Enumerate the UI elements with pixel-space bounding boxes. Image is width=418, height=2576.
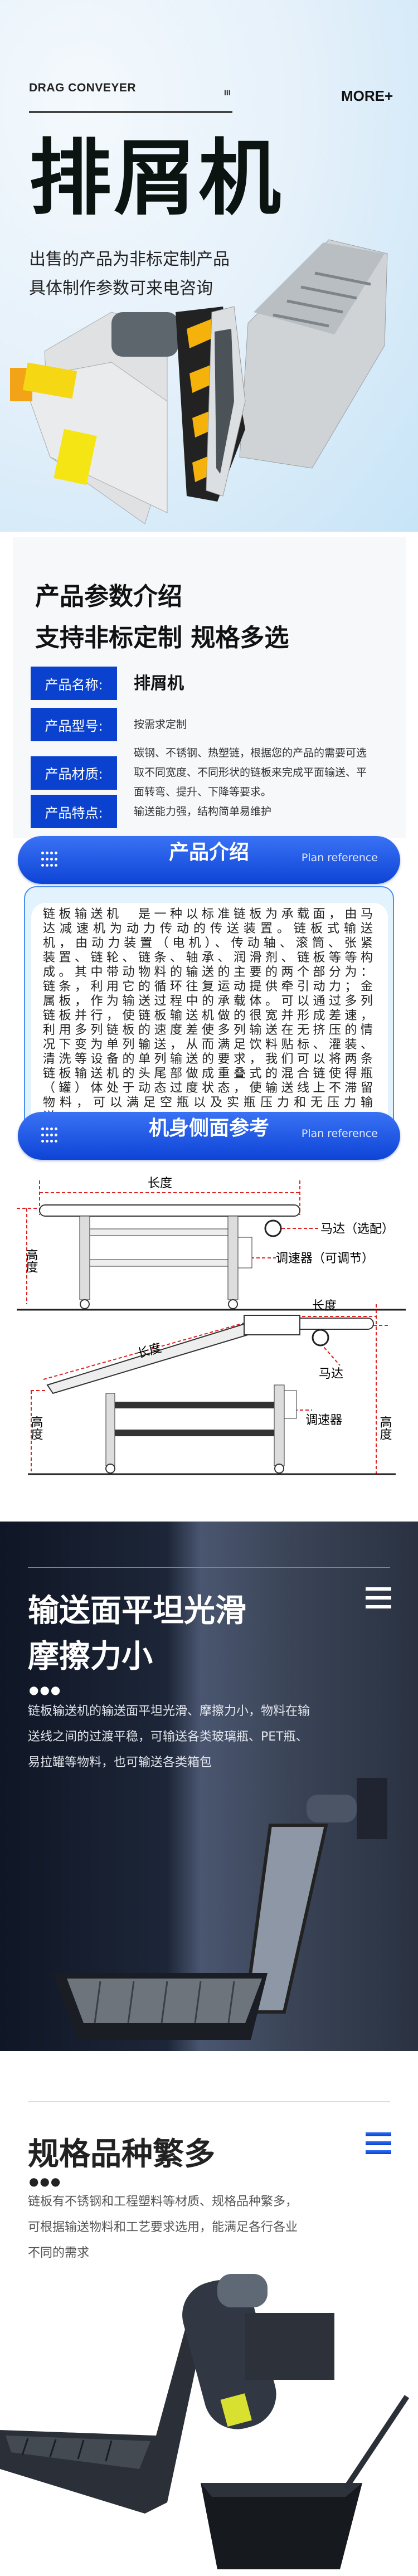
side-view-diagrams: 长度 高度 马达（选配） 调速器（可调节） 长度 长度 马达 调速器 高度 高度: [17, 1177, 406, 1475]
label-height: 高度: [24, 1248, 38, 1273]
menu-icon: [366, 2132, 391, 2159]
subtitle-line: 出售的产品为非标定制产品: [29, 250, 230, 269]
param-value: 排屑机: [134, 673, 184, 693]
dark-conveyor-image: [53, 1778, 387, 2040]
diagram-incline: 长度 长度 马达 调速器 高度 高度: [28, 1299, 396, 1475]
dots-icon: ●●●: [29, 2175, 62, 2188]
param-row-material: 产品材质: 碳钢、不锈钢、热塑链，根据您的产品的需要可选取不同宽度、不同形状的链…: [31, 743, 393, 802]
param-label: 产品型号:: [31, 708, 117, 741]
divider: [28, 2101, 390, 2102]
dots-icon: ●●●: [29, 1683, 62, 1697]
param-label: 产品特点:: [31, 795, 117, 828]
subtitle-line: 具体制作参数可来电咨询: [29, 279, 213, 298]
param-value: 按需求定制: [134, 718, 187, 731]
section-subtitle: Plan reference: [301, 852, 378, 864]
brand-label: DRAG CONVEYER: [29, 81, 137, 94]
grid-dots-icon: [41, 852, 57, 868]
feature-title-line: 输送面平坦光滑: [28, 1593, 246, 1629]
intro-text: 链板输送机 是一种以标准链板为承载面，由马达减速机为动力传动的传送装置。链板式输…: [31, 903, 388, 1130]
intro-box: 链板输送机 是一种以标准链板为承载面，由马达减速机为动力传动的传送装置。链板式输…: [24, 886, 394, 1145]
section-subtitle: Plan reference: [301, 1127, 378, 1140]
hero-subtitle: 出售的产品为非标定制产品 具体制作参数可来电咨询: [29, 245, 230, 303]
label-motor: 马达（选配）: [320, 1222, 394, 1236]
product-parameters: 产品参数介绍 支持非标定制 规格多选 产品名称: 排屑机 产品型号: 按需求定制…: [13, 537, 406, 838]
label-height-left: 高度: [29, 1416, 43, 1440]
label-governor: 调速器: [305, 1413, 342, 1427]
divider: [28, 1567, 390, 1568]
param-label: 产品名称:: [31, 667, 117, 700]
section-header-side-reference: 机身侧面参考 Plan reference: [18, 1112, 400, 1160]
label-governor: 调速器（可调节）: [276, 1252, 374, 1266]
divider: [29, 111, 232, 113]
more-link[interactable]: MORE+: [341, 88, 393, 104]
param-value: 输送能力强，结构简单易维护: [134, 805, 272, 818]
section-title: 机身侧面参考: [148, 1117, 269, 1140]
section-title: 产品介绍: [168, 841, 249, 864]
param-row-name: 产品名称: 排屑机: [31, 667, 393, 700]
menu-icon: [366, 1587, 391, 1614]
param-row-model: 产品型号: 按需求定制: [31, 708, 393, 741]
label-height-right: 高度: [378, 1416, 392, 1440]
params-title-line: 产品参数介绍: [35, 582, 182, 611]
feature-text: 链板输送机的输送面平坦光滑、摩擦力小，物料在输送线之间的过渡平稳，可输送各类玻璃…: [28, 1704, 310, 1770]
spec-title: 规格品种繁多: [28, 2136, 215, 2172]
feature-title-line: 摩擦力小: [28, 1639, 153, 1675]
spec-text: 链板有不锈钢和工程塑料等材质、规格品种繁多，可根据输送物料和工艺要求选用，能满足…: [28, 2195, 298, 2260]
label-length-top: 长度: [312, 1299, 337, 1313]
params-title: 产品参数介绍 支持非标定制 规格多选: [35, 576, 289, 659]
params-title-line: 支持非标定制 规格多选: [35, 624, 289, 652]
bars-icon: III: [224, 88, 231, 97]
param-label: 产品材质:: [31, 756, 117, 790]
hero-banner: DRAG CONVEYER III MORE+ 排屑机 出售的产品为非标定制产品…: [0, 0, 418, 532]
chip-conveyor-with-bin-image: [0, 2274, 410, 2569]
feature-title: 输送面平坦光滑 摩擦力小: [28, 1588, 246, 1680]
param-value: 碳钢、不锈钢、热塑链，根据您的产品的需要可选取不同宽度、不同形状的链板来完成平面…: [134, 747, 367, 798]
feature-variety: 规格品种繁多 ●●● 链板有不锈钢和工程塑料等材质、规格品种繁多，可根据输送物料…: [0, 2051, 418, 2576]
chip-conveyor-product-image: [10, 239, 388, 524]
label-motor: 马达: [319, 1367, 343, 1381]
section-header-product-intro: 产品介绍 Plan reference: [18, 836, 400, 884]
param-row-feature: 产品特点: 输送能力强，结构简单易维护: [31, 795, 393, 828]
page-title: 排屑机: [29, 130, 283, 226]
diagram-flat: 长度 高度 马达（选配） 调速器（可调节）: [17, 1177, 406, 1311]
grid-dots-icon: [41, 1127, 57, 1144]
label-length: 长度: [148, 1177, 172, 1190]
feature-smooth-surface: 输送面平坦光滑 摩擦力小 ●●● 链板输送机的输送面平坦光滑、摩擦力小，物料在输…: [0, 1522, 418, 2051]
